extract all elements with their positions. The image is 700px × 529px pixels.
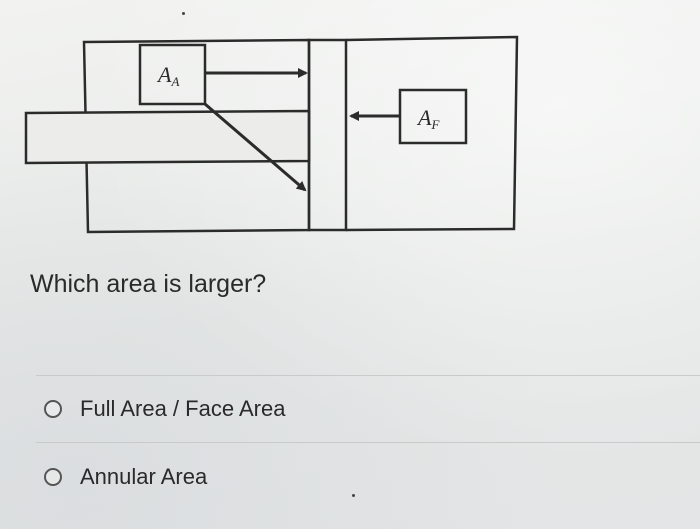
option-full-area[interactable]: Full Area / Face Area <box>44 396 285 422</box>
cap-chamber <box>345 35 519 232</box>
piston <box>307 38 348 232</box>
radio-button[interactable] <box>44 400 62 418</box>
question-text: Which area is larger? <box>30 270 267 298</box>
option-label: Annular Area <box>80 464 208 489</box>
label-aa: AA <box>156 62 179 89</box>
dust-speck <box>182 12 185 15</box>
option-annular-area[interactable]: Annular Area <box>44 464 207 490</box>
dust-speck <box>352 494 355 497</box>
radio-button[interactable] <box>44 468 62 486</box>
divider-middle <box>36 442 700 443</box>
cylinder-diagram: AA AF <box>24 35 519 234</box>
option-label: Full Area / Face Area <box>80 396 286 421</box>
divider-top <box>36 375 700 376</box>
label-af: AF <box>416 105 440 132</box>
arrow-aa-diagonal <box>204 102 307 192</box>
